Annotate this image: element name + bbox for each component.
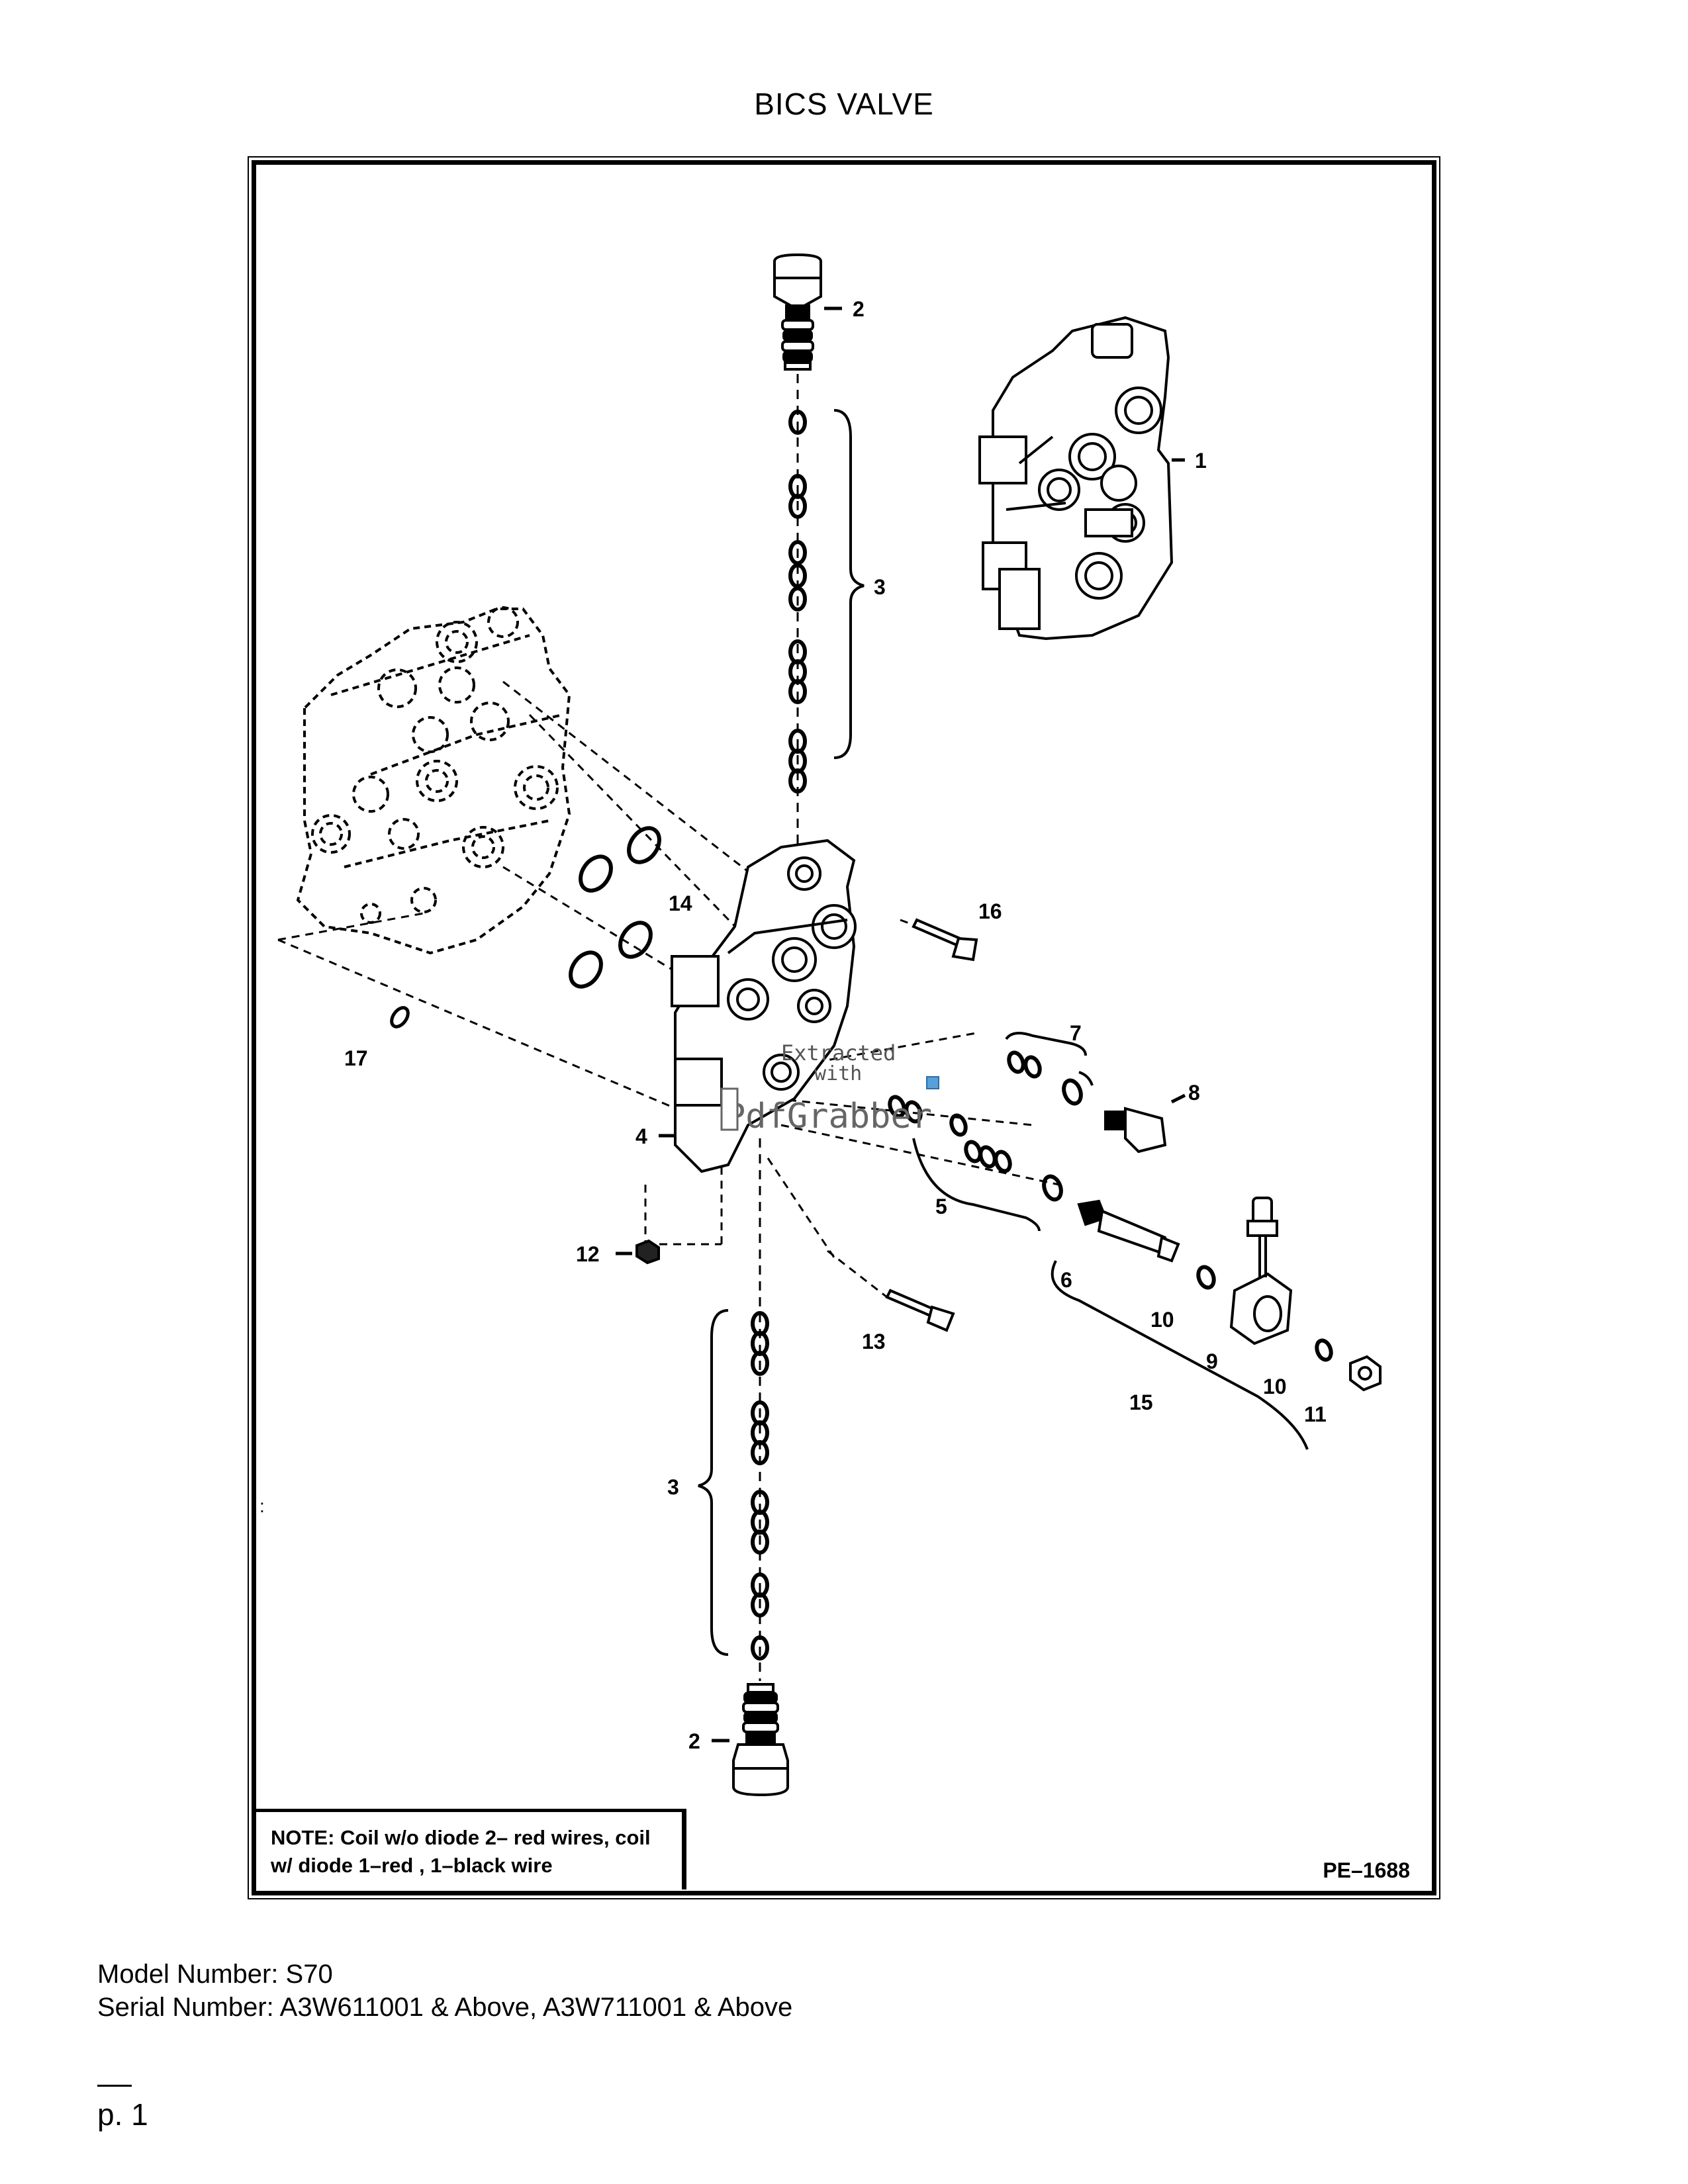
callout-9: 9 xyxy=(1206,1349,1218,1373)
note-line-1: NOTE: Coil w/o diode 2– red wires, coil xyxy=(271,1826,651,1849)
watermark-square-icon xyxy=(926,1076,939,1089)
sensor-8 xyxy=(1104,1107,1167,1154)
plug-part-bottom xyxy=(732,1683,789,1797)
callout-10-b: 10 xyxy=(1263,1375,1287,1398)
callout-5: 5 xyxy=(935,1195,947,1218)
plug-part-top xyxy=(773,253,822,371)
callout-15: 15 xyxy=(1129,1390,1153,1414)
bracket-3-bottom xyxy=(698,1309,729,1656)
callout-1: 1 xyxy=(1195,449,1207,473)
nut-11 xyxy=(1349,1355,1382,1392)
callout-13: 13 xyxy=(862,1330,886,1353)
pdfgrabber-watermark: Extracted with PdfGrabber xyxy=(725,1040,932,1136)
callout-4: 4 xyxy=(635,1124,647,1148)
callout-14: 14 xyxy=(669,891,692,915)
o-ring-17 xyxy=(390,1006,410,1028)
bracket-7 xyxy=(1005,1032,1094,1086)
model-info: Model Number: S70 Serial Number: A3W6110… xyxy=(97,1958,792,2024)
model-number: Model Number: S70 xyxy=(97,1960,333,1989)
coil-9 xyxy=(1229,1197,1293,1345)
bracket-3-top xyxy=(833,409,865,759)
callout-10-a: 10 xyxy=(1150,1308,1174,1332)
callout-7: 7 xyxy=(1070,1021,1082,1045)
stray-mark: : xyxy=(259,1496,265,1516)
callout-11: 11 xyxy=(1304,1402,1327,1426)
callout-2-top: 2 xyxy=(853,297,865,321)
svg-text:PdfGrabber: PdfGrabber xyxy=(725,1097,932,1136)
page-title: BICS VALVE xyxy=(754,87,934,121)
exploded-view-diagram: 1 2 3 14 16 17 7 8 4 5 12 6 10 9 13 10 1… xyxy=(277,253,1382,1797)
o-rings-5 xyxy=(888,1095,1063,1202)
o-rings-7 xyxy=(1007,1050,1083,1106)
o-ring-10-a xyxy=(1196,1265,1216,1290)
bracket-15 xyxy=(1051,1260,1309,1450)
bolt-16 xyxy=(912,918,978,962)
bracket-5 xyxy=(912,1138,1041,1232)
coil-note-box: NOTE: Coil w/o diode 2– red wires, coil … xyxy=(256,1809,686,1889)
solenoid-cartridge-6 xyxy=(1077,1199,1180,1263)
callout-6: 6 xyxy=(1060,1268,1072,1292)
nut-12 xyxy=(635,1239,660,1265)
bics-valve-assembly-part xyxy=(978,316,1174,641)
diagram-frame xyxy=(252,160,1436,1895)
bolt-13 xyxy=(885,1289,955,1332)
callout-3-bottom: 3 xyxy=(667,1475,679,1499)
o-ring-10-b xyxy=(1315,1338,1333,1362)
diagram-frame-outer xyxy=(248,156,1440,1899)
note-line-2: w/ diode 1–red , 1–black wire xyxy=(271,1854,553,1877)
bics-valve-body-part xyxy=(671,839,857,1173)
callout-2-bottom: 2 xyxy=(688,1729,700,1753)
loader-control-valve xyxy=(296,606,571,955)
watermark-page-icon xyxy=(720,1087,739,1131)
page-number: p. 1 xyxy=(97,2097,148,2132)
svg-text:with: with xyxy=(814,1062,862,1085)
drawing-code: PE–1688 xyxy=(1323,1858,1410,1882)
callout-12: 12 xyxy=(576,1242,600,1266)
page-number-rule xyxy=(97,2085,132,2087)
callout-16: 16 xyxy=(978,899,1002,923)
serial-number: Serial Number: A3W611001 & Above, A3W711… xyxy=(97,1993,793,2022)
callout-8: 8 xyxy=(1188,1081,1200,1105)
o-rings-14 xyxy=(569,826,661,989)
svg-text:Extracted: Extracted xyxy=(781,1040,896,1066)
callout-17: 17 xyxy=(344,1046,368,1070)
callout-3-top: 3 xyxy=(874,575,886,599)
